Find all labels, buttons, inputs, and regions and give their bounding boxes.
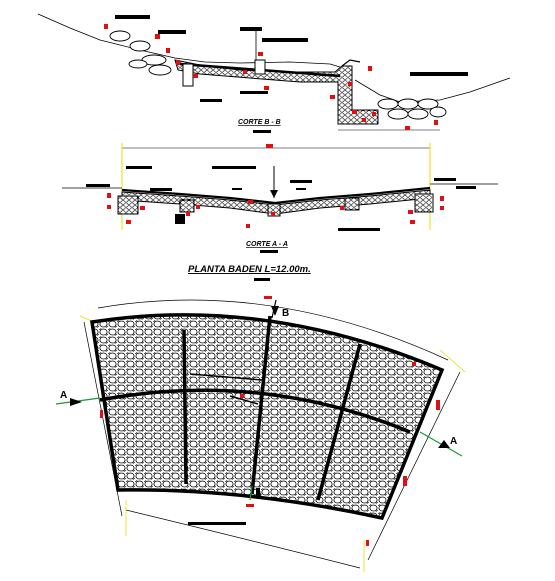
- marker-a-right: A: [450, 436, 457, 447]
- marker-b-bottom: B: [257, 493, 262, 500]
- plan-view: A A B B: [55, 296, 466, 572]
- title-plan: PLANTA BADEN L=12.00m.: [188, 264, 311, 275]
- section-b-b: CORTE B - B: [37, 13, 511, 133]
- marker-a-left: A: [60, 390, 67, 401]
- marker-b-top: B: [282, 308, 289, 319]
- title-section-a: CORTE A - A: [246, 241, 288, 248]
- section-a-a: CORTE A - A: [62, 143, 498, 253]
- title-section-b: CORTE B - B: [238, 119, 281, 126]
